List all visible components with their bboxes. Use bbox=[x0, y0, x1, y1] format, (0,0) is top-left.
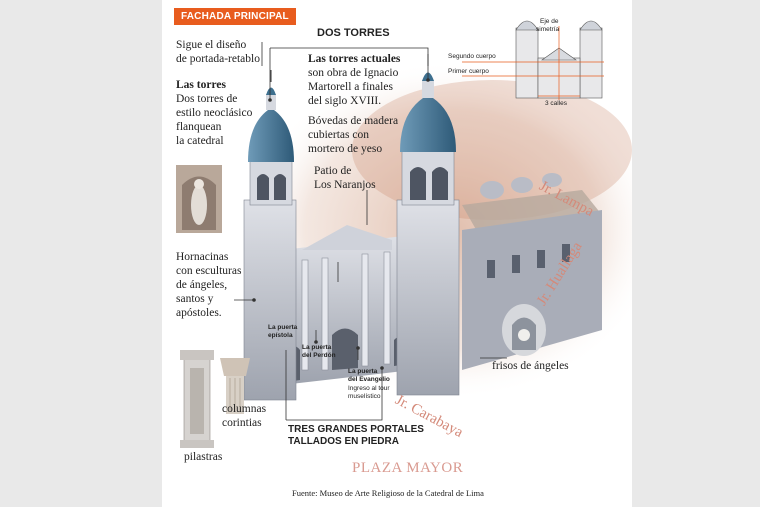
label-columnas-2: corintias bbox=[222, 417, 262, 429]
label-puerta-evangelio-4: muselístico bbox=[348, 393, 381, 400]
column-fluting bbox=[229, 378, 241, 412]
label-columnas-1: columnas bbox=[222, 403, 267, 415]
label-portales-1: TRES GRANDES PORTALES bbox=[288, 424, 424, 435]
pilaster-capital bbox=[180, 350, 214, 360]
label-hornacinas-4: santos y bbox=[176, 293, 214, 305]
label-hornacinas-2: con esculturas bbox=[176, 265, 242, 277]
side-nave-windows bbox=[487, 244, 570, 278]
label-puerta-perdon-1: La puerta bbox=[302, 344, 332, 351]
pilaster-base bbox=[180, 440, 214, 448]
label-puerta-perdon-2: del Perdón bbox=[302, 352, 336, 359]
label-hornacinas-5: apóstoles. bbox=[176, 307, 222, 319]
label-torres-3: flanquean bbox=[176, 121, 222, 133]
left-tower-arches bbox=[257, 174, 286, 200]
label-actuales-1: son obra de Ignacio bbox=[308, 67, 399, 79]
label-torres-4: la catedral bbox=[176, 135, 224, 147]
label-bovedas-1: Bóvedas de madera bbox=[308, 115, 399, 127]
facade-columns bbox=[301, 251, 391, 371]
pilaster-panel bbox=[190, 368, 204, 434]
left-tower-lantern bbox=[266, 94, 276, 110]
right-tower-arches bbox=[410, 167, 448, 200]
label-actuales-title: Las torres actuales bbox=[308, 53, 401, 65]
mini-primer: Primer cuerpo bbox=[448, 68, 489, 75]
label-puerta-epistola-2: epístola bbox=[268, 332, 293, 339]
label-puerta-evangelio-3: Ingreso al tour bbox=[348, 385, 390, 392]
label-portales-2: TALLADOS EN PIEDRA bbox=[288, 436, 399, 447]
right-tower-lantern bbox=[422, 80, 434, 98]
label-hornacinas-3: de ángeles, bbox=[176, 279, 228, 291]
right-tower-base bbox=[396, 199, 460, 396]
left-tower-spire bbox=[266, 87, 276, 95]
label-hornacinas-1: Hornacinas bbox=[176, 251, 229, 263]
section-tag: FACHADA PRINCIPAL bbox=[174, 8, 296, 25]
label-torres-2: estilo neoclásico bbox=[176, 107, 253, 119]
label-retablo-2: de portada-retablo bbox=[176, 53, 260, 65]
mini-calles: 3 calles bbox=[545, 100, 568, 107]
left-tower-dome bbox=[248, 108, 294, 162]
label-actuales-2: Martorell a finales bbox=[308, 81, 393, 93]
label-actuales-3: del siglo XVIII. bbox=[308, 95, 382, 107]
label-patio-1: Patio de bbox=[314, 165, 352, 177]
mini-eje-1: Eje de bbox=[540, 18, 559, 25]
central-pediment bbox=[302, 225, 392, 250]
section-title: DOS TORRES bbox=[317, 27, 390, 39]
label-frisos: frisos de ángeles bbox=[492, 360, 569, 372]
label-retablo-1: Sigue el diseño bbox=[176, 39, 247, 51]
label-puerta-epistola-1: La puerta bbox=[268, 324, 298, 331]
label-bovedas-2: cubiertas con bbox=[308, 129, 369, 141]
source-credit: Fuente: Museo de Arte Religioso de la Ca… bbox=[292, 488, 484, 498]
frieze-angel bbox=[518, 329, 530, 341]
niche-statue bbox=[191, 185, 207, 225]
right-tower-dome bbox=[400, 95, 456, 152]
central-facade bbox=[282, 235, 412, 385]
column-capital bbox=[220, 358, 250, 376]
mini-eje-2: simetría bbox=[536, 26, 560, 33]
small-domes bbox=[480, 173, 562, 199]
label-puerta-evangelio-2: del Evangelio bbox=[348, 376, 390, 383]
plaza-mayor-label: PLAZA MAYOR bbox=[352, 460, 464, 476]
label-bovedas-3: mortero de yeso bbox=[308, 143, 383, 155]
label-puerta-evangelio-1: La puerta bbox=[348, 368, 378, 375]
label-torres-1: Dos torres de bbox=[176, 93, 238, 105]
mini-segundo: Segundo cuerpo bbox=[448, 53, 496, 60]
cathedral-illustration bbox=[176, 20, 632, 448]
infographic-sheet: FACHADA PRINCIPAL DOS TORRES Sigue el di… bbox=[162, 0, 632, 507]
label-torres-title: Las torres bbox=[176, 79, 226, 91]
label-patio-2: Los Naranjos bbox=[314, 179, 376, 191]
niche-statue-head bbox=[194, 179, 204, 189]
leader-lines bbox=[234, 42, 507, 421]
mini-elevation-guides bbox=[462, 26, 604, 100]
leader-dots bbox=[252, 78, 430, 370]
label-pilastras: pilastras bbox=[184, 451, 223, 463]
